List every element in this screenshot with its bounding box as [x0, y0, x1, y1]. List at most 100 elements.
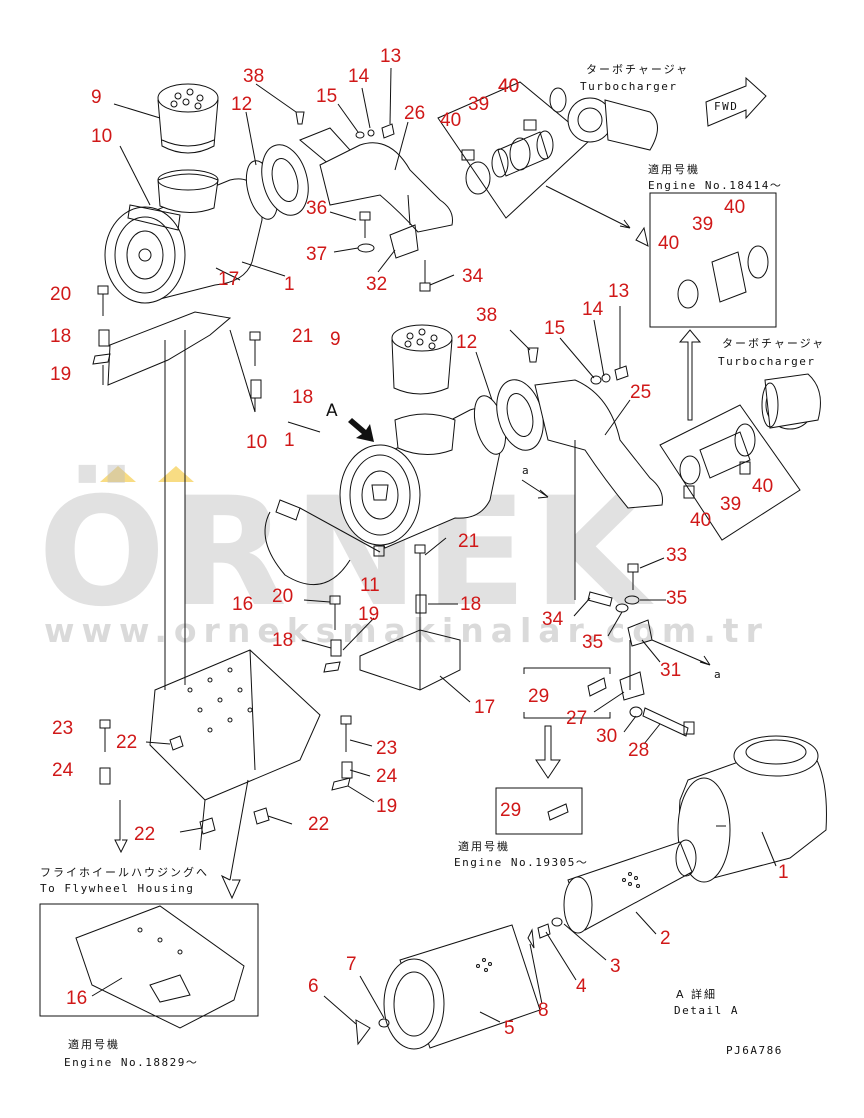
callout-23-left: 23 — [52, 718, 73, 739]
callout-1-mid: 1 — [284, 430, 295, 451]
callout-numbers: 9 10 38 12 15 14 13 26 40 39 40 40 36 37… — [50, 46, 789, 1039]
applicable-label-1: 適用号機 — [648, 162, 700, 176]
callout-30: 30 — [596, 726, 617, 747]
engine-no-label-2: Engine No.19305〜 — [454, 856, 588, 869]
detail-a-exploded: A 詳細 Detail A PJ6A786 — [355, 735, 827, 1057]
callout-29-a: 29 — [528, 686, 549, 707]
arrow-a-label-1: a — [522, 464, 530, 477]
callout-2: 2 — [660, 928, 671, 949]
callout-39-box: 39 — [692, 214, 713, 235]
callout-40-box-b: 40 — [658, 233, 679, 254]
callout-10-top: 10 — [91, 126, 112, 147]
watermark-url: www.orneksmakinalar.com.tr — [44, 611, 769, 650]
callout-24-right: 24 — [376, 766, 398, 787]
callout-7: 7 — [346, 954, 357, 975]
turbo-jp-label-1: ターボチャージャ — [586, 63, 689, 76]
flywheel-en-label: To Flywheel Housing — [40, 882, 194, 895]
callout-18-left: 18 — [50, 326, 71, 347]
fwd-label: FWD — [714, 100, 738, 113]
turbo-en-label-2: Turbocharger — [718, 355, 815, 368]
callout-36: 36 — [306, 198, 327, 219]
callout-21-mid: 21 — [458, 531, 479, 552]
callout-17-top: 17 — [218, 269, 239, 290]
callout-15-top: 15 — [316, 86, 337, 107]
view-arrow — [348, 418, 374, 442]
detail-box-18414: 適用号機 Engine No.18414〜 — [648, 162, 782, 421]
callout-4: 4 — [576, 976, 587, 997]
callout-1-top: 1 — [284, 274, 295, 295]
callout-11: 11 — [360, 575, 380, 596]
callout-25: 25 — [630, 382, 651, 403]
leader-lines — [91, 67, 777, 1025]
callout-27: 27 — [566, 708, 587, 729]
callout-20-top: 20 — [50, 284, 71, 305]
callout-15-mid: 15 — [544, 318, 565, 339]
callout-12-mid: 12 — [456, 332, 477, 353]
callout-18-mid-left: 18 — [272, 630, 293, 651]
callout-40-mid-b: 40 — [690, 510, 711, 531]
callout-21-top: 21 — [292, 326, 313, 347]
view-a-label: A — [326, 401, 338, 421]
callout-22-right: 22 — [308, 814, 329, 835]
detail-box-18829: フライホイールハウジングへ To Flywheel Housing 適用号機 E… — [39, 865, 259, 1069]
callout-14-top: 14 — [348, 66, 370, 87]
callout-38-mid: 38 — [476, 305, 497, 326]
callout-18-top: 18 — [292, 387, 313, 408]
applicable-label-3: 適用号機 — [68, 1037, 120, 1051]
detail-box-19305: 適用号機 Engine No.19305〜 — [454, 667, 611, 869]
callout-8: 8 — [538, 1000, 549, 1021]
callout-39-a: 39 — [468, 94, 489, 115]
callout-40-box: 40 — [724, 197, 745, 218]
callout-1-detail: 1 — [778, 862, 789, 883]
callout-28: 28 — [628, 740, 649, 761]
callout-29-box: 29 — [500, 800, 521, 821]
callout-35-a: 35 — [666, 588, 687, 609]
callout-38-top: 38 — [243, 66, 264, 87]
detail-a-jp-label: A 詳細 — [676, 987, 717, 1001]
middle-air-cleaner-assembly: a A — [99, 324, 663, 900]
callout-6: 6 — [308, 976, 319, 997]
callout-12-top: 12 — [231, 94, 252, 115]
callout-16-box: 16 — [66, 988, 87, 1009]
callout-40-top-b: 40 — [498, 76, 519, 97]
detail-a-en-label: Detail A — [674, 1004, 739, 1017]
callout-24-left: 24 — [52, 760, 74, 781]
callout-33: 33 — [666, 545, 687, 566]
callout-10-mid: 10 — [246, 432, 267, 453]
flywheel-jp-label: フライホイールハウジングへ — [40, 865, 209, 879]
turbo-en-label-1: Turbocharger — [580, 80, 677, 93]
callout-19-left: 19 — [50, 364, 71, 385]
callout-13-top: 13 — [380, 46, 401, 67]
callout-20-mid: 20 — [272, 586, 293, 607]
callout-14-mid: 14 — [582, 299, 604, 320]
drawing-code: PJ6A786 — [726, 1044, 783, 1057]
callout-5: 5 — [504, 1018, 515, 1039]
callout-26: 26 — [404, 103, 425, 124]
callout-16: 16 — [232, 594, 253, 615]
engine-no-label-1: Engine No.18414〜 — [648, 179, 782, 192]
callout-34-top: 34 — [462, 266, 484, 287]
engine-no-label-3: Engine No.18829〜 — [64, 1056, 198, 1069]
arrow-a-label-2: a — [714, 668, 722, 681]
callout-3: 3 — [610, 956, 621, 977]
callout-35-b: 35 — [582, 632, 603, 653]
callout-17-mid: 17 — [474, 697, 495, 718]
callout-9-top: 9 — [91, 87, 102, 108]
callout-34-mid: 34 — [542, 609, 564, 630]
clamp-kit-top: FWD — [437, 76, 767, 247]
mounting-parts: a — [587, 563, 722, 737]
callout-40-b: 40 — [440, 110, 461, 131]
callout-9-mid: 9 — [330, 329, 341, 350]
callout-18-mid: 18 — [460, 594, 481, 615]
clamp-kit-middle — [659, 373, 821, 541]
watermark-dot-left — [100, 466, 136, 482]
callout-22-left: 22 — [116, 732, 137, 753]
callout-23-right: 23 — [376, 738, 397, 759]
applicable-label-2: 適用号機 — [458, 839, 510, 853]
callout-19-mid: 19 — [358, 604, 379, 625]
upper-air-cleaner-assembly — [92, 83, 453, 690]
callout-13-mid: 13 — [608, 281, 629, 302]
callout-19-right: 19 — [376, 796, 397, 817]
callout-32: 32 — [366, 274, 387, 295]
